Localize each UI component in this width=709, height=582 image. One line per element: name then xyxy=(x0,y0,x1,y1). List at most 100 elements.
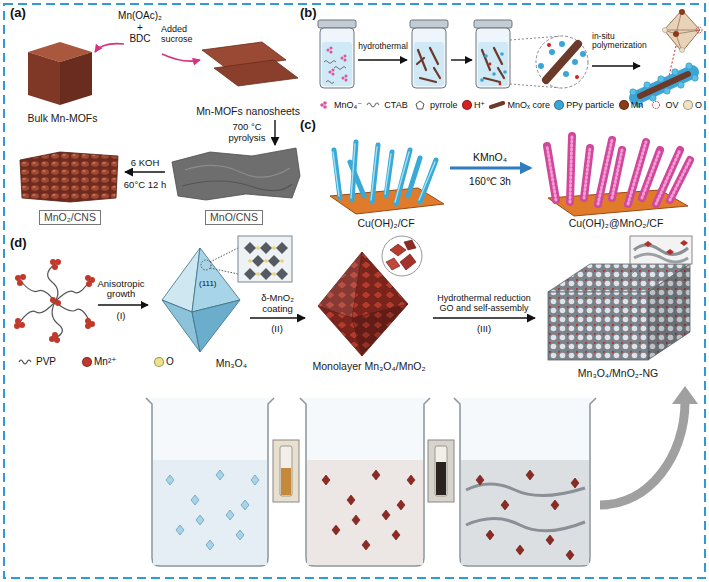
autoclave-beaker xyxy=(478,42,508,86)
legend-item: PPy particle xyxy=(554,100,614,110)
crystal-icon xyxy=(664,30,700,31)
pvp-mn-cluster xyxy=(20,274,26,280)
pvp-mn-cluster xyxy=(17,280,23,286)
autoclave-beaker xyxy=(334,67,346,70)
graphene-network xyxy=(548,292,648,360)
synthesis-beaker xyxy=(466,519,585,531)
synthesis-beaker xyxy=(454,398,596,566)
crystal-icon xyxy=(696,27,702,33)
reagent-arrow xyxy=(95,44,200,61)
lattice-inset xyxy=(256,246,260,250)
legend-text: CTAB xyxy=(384,100,407,110)
cu-hydroxide-nanorod xyxy=(385,154,391,194)
condition-label: hydrothermal xyxy=(358,42,408,51)
synthesis-beaker xyxy=(226,510,234,520)
legend-item: MnO₄⁻ xyxy=(316,100,362,110)
pvp-mn-cluster xyxy=(20,302,55,322)
lattice-inset xyxy=(238,236,292,282)
node-caption: Mn-MOFs nanosheets xyxy=(196,105,300,118)
ppy-coated-rod xyxy=(658,76,664,82)
autoclave-beaker xyxy=(342,77,345,80)
synthesis-beaker xyxy=(166,475,174,485)
autoclave-beaker xyxy=(332,73,335,76)
synthesis-beaker xyxy=(146,398,274,566)
synthesis-beaker xyxy=(476,470,579,560)
mn3o4-octahedron xyxy=(162,300,200,352)
zoom-callout xyxy=(580,51,586,57)
node-caption: Monolayer Mn₃O₄/MnO₂ xyxy=(312,360,425,373)
legend-item: Mn xyxy=(619,100,644,110)
legend-item: H⁺ xyxy=(462,100,485,110)
legend-symbol xyxy=(652,102,659,109)
monolayer-octahedron xyxy=(352,318,362,356)
synthesis-beaker xyxy=(526,470,534,480)
pvp-mn-cluster xyxy=(85,323,91,329)
autoclave-beaker xyxy=(412,28,446,88)
ppy-coated-rod xyxy=(692,75,698,81)
legend-symbol xyxy=(19,360,31,364)
synthesis-beaker xyxy=(546,535,554,545)
process-arrow xyxy=(433,317,535,318)
synthesis-beaker xyxy=(347,495,355,505)
mno-cns-sheet xyxy=(172,148,300,200)
network-inset xyxy=(680,240,688,246)
node-caption-group: Mn-MOFs nanosheets xyxy=(185,105,303,118)
mno2-coated-nanorod xyxy=(570,136,572,202)
pvp-mn-cluster xyxy=(52,264,58,270)
autoclave-beaker xyxy=(327,47,348,82)
condition-label: in-situ polymerization xyxy=(592,32,654,51)
pvp-mn-cluster xyxy=(55,302,90,322)
process-arrow xyxy=(125,171,165,172)
network-inset xyxy=(644,241,652,247)
autoclave-beaker xyxy=(318,20,356,28)
vial-photo xyxy=(281,468,291,495)
legend-symbol xyxy=(412,100,428,110)
cu-hydroxide-nanorod xyxy=(420,160,436,202)
mno2-coated-nanorod xyxy=(547,146,556,200)
crystal-icon xyxy=(679,9,685,15)
panel-label: (b) xyxy=(300,6,317,20)
legend-swatch xyxy=(82,357,92,367)
node-caption-group: Mn₃O₄/MnO₂-NG xyxy=(535,367,701,380)
legend-swatch xyxy=(619,100,629,110)
cu-hydroxide-nanorod xyxy=(351,144,355,198)
legend-swatch xyxy=(462,100,472,110)
synthesis-beaker xyxy=(206,540,214,550)
edge-label: KMnO₄ xyxy=(473,152,507,164)
synthesis-beaker xyxy=(486,530,494,540)
legend-row: MnO₄⁻CTABpyrroleH⁺MnOₓ corePPy particleM… xyxy=(316,100,702,110)
cu-hydroxide-nanorod xyxy=(372,145,378,202)
ppy-coated-rod xyxy=(672,69,678,75)
mno2-coated-nanorod xyxy=(547,136,690,204)
lattice-inset xyxy=(248,246,284,276)
synthesis-beaker xyxy=(300,398,430,566)
autoclave-beaker xyxy=(492,72,496,76)
node-caption-group: Cu(OH)₂/CF xyxy=(322,217,450,230)
crystal-icon xyxy=(673,31,679,37)
zoom-callout xyxy=(536,36,588,88)
autoclave-beaker xyxy=(344,55,347,58)
step-number: (II) xyxy=(271,324,283,334)
autoclave-beaker xyxy=(474,20,512,88)
process-arrow xyxy=(98,304,148,305)
autoclave-beaker xyxy=(499,83,502,86)
ppy-coated-rod xyxy=(644,82,650,88)
network-inset xyxy=(628,236,692,278)
node-caption: Cu(OH)₂@MnO₂/CF xyxy=(569,217,664,230)
flake-zoom xyxy=(400,254,416,270)
autoclave-beaker xyxy=(417,48,440,82)
vial-photo xyxy=(435,446,447,496)
pvp-mn-cluster xyxy=(52,332,58,338)
lattice-inset xyxy=(244,242,288,280)
synthesis-beaker xyxy=(372,470,380,480)
mno2-coated-nanorod xyxy=(547,136,690,204)
zoom-callout xyxy=(547,43,551,47)
lattice-inset xyxy=(272,272,276,276)
synthesis-beaker xyxy=(322,475,330,485)
synthesis-beaker xyxy=(362,540,370,550)
return-arrow xyxy=(600,386,698,505)
vial-photo xyxy=(436,462,446,495)
mno-cns-sheet xyxy=(172,148,300,200)
network-inset xyxy=(634,245,688,255)
reagent-label: Added sucrose xyxy=(161,25,205,45)
